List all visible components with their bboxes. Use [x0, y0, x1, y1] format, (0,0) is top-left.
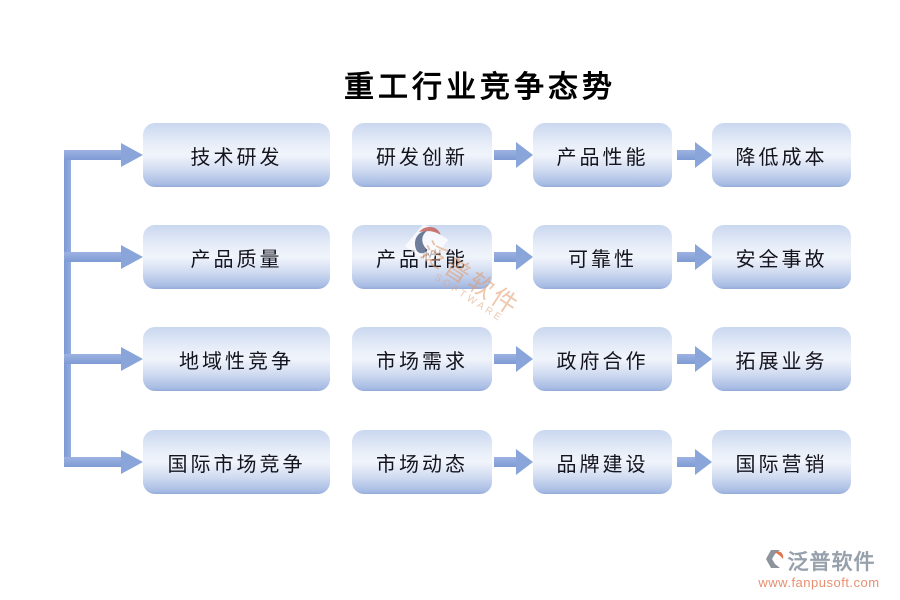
flow-arrow-shaft-row1-a — [494, 150, 517, 160]
branch-arrow-shaft-row3 — [64, 354, 122, 364]
flow-box-row2-col3: 可靠性 — [533, 225, 672, 289]
branch-arrow-shaft-row4 — [64, 457, 122, 467]
flow-box-label: 安全事故 — [735, 248, 828, 271]
footer-brand-block: 泛普软件 www.fanpusoft.com — [745, 546, 893, 590]
footer-brand-name: 泛普软件 — [787, 550, 876, 574]
flow-box-label: 市场需求 — [376, 350, 468, 373]
flow-box-label: 技术研发 — [190, 146, 283, 169]
flow-box-row2-col2: 产品性能 — [352, 225, 492, 289]
flow-box-row3-col4: 拓展业务 — [712, 327, 851, 391]
flow-arrow-shaft-row2-b — [677, 252, 696, 262]
footer-url: www.fanpusoft.com — [758, 575, 880, 590]
flow-arrow-shaft-row3-a — [494, 354, 517, 364]
flow-box-label: 降低成本 — [735, 146, 828, 169]
branch-arrow-head-icon-row2 — [121, 245, 143, 269]
branch-arrow-shaft-row2 — [64, 252, 122, 262]
flow-arrow-shaft-row2-a — [494, 252, 517, 262]
flow-box-label: 市场动态 — [376, 453, 468, 476]
flow-arrow-shaft-row4-a — [494, 457, 517, 467]
diagram-title: 重工行业竞争态势 — [344, 71, 616, 104]
branch-arrow-head-icon-row1 — [121, 143, 143, 167]
flow-box-row4-col3: 品牌建设 — [533, 430, 672, 494]
flow-arrow-shaft-row3-b — [677, 354, 696, 364]
flow-box-label: 产品性能 — [376, 248, 468, 271]
branch-arrow-shaft-row1 — [64, 150, 122, 160]
flow-arrow-head-icon-row4-a — [516, 449, 533, 475]
flow-box-row3-col3: 政府合作 — [533, 327, 672, 391]
flow-box-label: 产品性能 — [556, 146, 649, 169]
left-connector-line — [64, 150, 71, 467]
flow-box-label: 国际营销 — [735, 453, 828, 476]
flow-box-label: 拓展业务 — [735, 350, 828, 373]
fanpu-logo-icon — [763, 548, 785, 575]
flow-arrow-head-icon-row2-a — [516, 244, 533, 270]
flow-box-label: 产品质量 — [190, 248, 283, 271]
flow-arrow-head-icon-row1-a — [516, 142, 533, 168]
flow-box-row1-col1: 技术研发 — [143, 123, 330, 187]
flow-box-row3-col2: 市场需求 — [352, 327, 492, 391]
flow-box-row1-col3: 产品性能 — [533, 123, 672, 187]
flow-box-row4-col4: 国际营销 — [712, 430, 851, 494]
flow-box-row2-col1: 产品质量 — [143, 225, 330, 289]
flow-box-row1-col2: 研发创新 — [352, 123, 492, 187]
flow-box-label: 地域性竞争 — [179, 350, 294, 373]
flow-arrow-head-icon-row2-b — [695, 244, 712, 270]
flow-box-row3-col1: 地域性竞争 — [143, 327, 330, 391]
flow-arrow-head-icon-row3-b — [695, 346, 712, 372]
flow-arrow-shaft-row4-b — [677, 457, 696, 467]
flow-box-label: 研发创新 — [376, 146, 468, 169]
flow-box-label: 国际市场竞争 — [167, 453, 306, 476]
flow-arrow-head-icon-row1-b — [695, 142, 712, 168]
branch-arrow-head-icon-row3 — [121, 347, 143, 371]
flow-box-label: 可靠性 — [568, 248, 637, 271]
footer-brand-row: 泛普软件 — [745, 546, 893, 576]
flow-box-label: 品牌建设 — [556, 453, 649, 476]
flow-box-row2-col4: 安全事故 — [712, 225, 851, 289]
flow-arrow-head-icon-row3-a — [516, 346, 533, 372]
flow-box-label: 政府合作 — [556, 350, 649, 373]
flow-box-row4-col1: 国际市场竞争 — [143, 430, 330, 494]
flow-box-row4-col2: 市场动态 — [352, 430, 492, 494]
branch-arrow-head-icon-row4 — [121, 450, 143, 474]
flow-arrow-shaft-row1-b — [677, 150, 696, 160]
flow-box-row1-col4: 降低成本 — [712, 123, 851, 187]
flow-arrow-head-icon-row4-b — [695, 449, 712, 475]
